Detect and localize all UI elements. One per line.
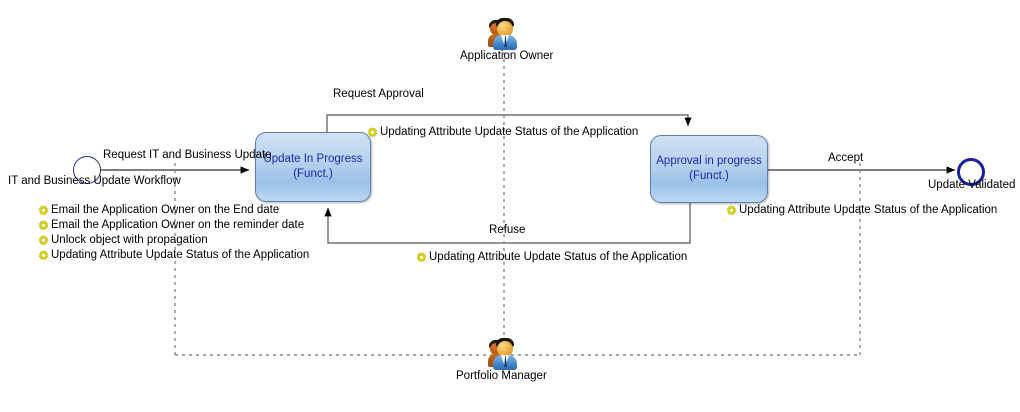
activity-1-sublabel: (Funct.) xyxy=(293,168,333,180)
actor-application-owner-label: Application Owner xyxy=(460,50,554,62)
flow-refuse xyxy=(324,201,691,244)
operation-item: Updating Attribute Update Status of the … xyxy=(38,248,309,263)
activity-approval-in-progress[interactable]: Approval in progress (Funct.) xyxy=(650,135,768,203)
activity-2-sublabel: (Funct.) xyxy=(689,170,729,182)
gear-icon xyxy=(38,220,49,231)
end-node-label: Update Validated xyxy=(928,179,1016,191)
transition-label-request-it-and-business-update: Request IT and Business Update xyxy=(103,149,272,161)
operation-label: Updating Attribute Update Status of the … xyxy=(51,249,310,261)
gear-icon xyxy=(38,235,49,246)
operation-item: Email the Application Owner on the remin… xyxy=(38,218,309,233)
start-node[interactable] xyxy=(73,156,101,184)
activity-1-label: Update In Progress xyxy=(263,153,363,166)
actor-application-owner-icon[interactable] xyxy=(488,18,522,50)
operation-label: Updating Attribute Update Status of the … xyxy=(380,126,639,138)
actor-portfolio-manager-label: Portfolio Manager xyxy=(456,370,547,382)
operation-label: Email the Application Owner on the remin… xyxy=(51,219,305,231)
transition-label-refuse: Refuse xyxy=(489,224,526,236)
actor-head xyxy=(497,341,513,357)
activity-2-label: Approval in progress xyxy=(656,155,762,168)
operation-label: Unlock object with propagation xyxy=(51,234,208,246)
operation-refuse: Updating Attribute Update Status of the … xyxy=(416,250,687,265)
activity-update-in-progress[interactable]: Update In Progress (Funct.) xyxy=(255,132,371,202)
transition-label-accept: Accept xyxy=(828,152,864,164)
gear-icon xyxy=(416,252,427,263)
actor-portfolio-manager-icon[interactable] xyxy=(488,338,522,370)
actor-tie xyxy=(504,356,507,367)
gear-icon xyxy=(38,250,49,261)
operation-accept: Updating Attribute Update Status of the … xyxy=(726,203,997,218)
start-operations-list: Email the Application Owner on the End d… xyxy=(38,203,309,263)
actor-head xyxy=(497,21,513,37)
operation-item: Unlock object with propagation xyxy=(38,233,309,248)
gear-icon xyxy=(367,127,378,138)
operation-request-approval: Updating Attribute Update Status of the … xyxy=(367,125,638,140)
transition-label-request-approval: Request Approval xyxy=(333,88,424,100)
operation-label: Email the Application Owner on the End d… xyxy=(51,204,280,216)
gear-icon xyxy=(38,205,49,216)
operation-item: Email the Application Owner on the End d… xyxy=(38,203,309,218)
end-node[interactable] xyxy=(957,158,985,186)
actor-tie xyxy=(504,36,507,47)
start-node-label: IT and Business Update Workflow xyxy=(8,175,181,187)
operation-label: Updating Attribute Update Status of the … xyxy=(429,251,688,263)
flow-request-approval xyxy=(326,114,692,132)
gear-icon xyxy=(726,205,737,216)
operation-label: Updating Attribute Update Status of the … xyxy=(739,204,998,216)
